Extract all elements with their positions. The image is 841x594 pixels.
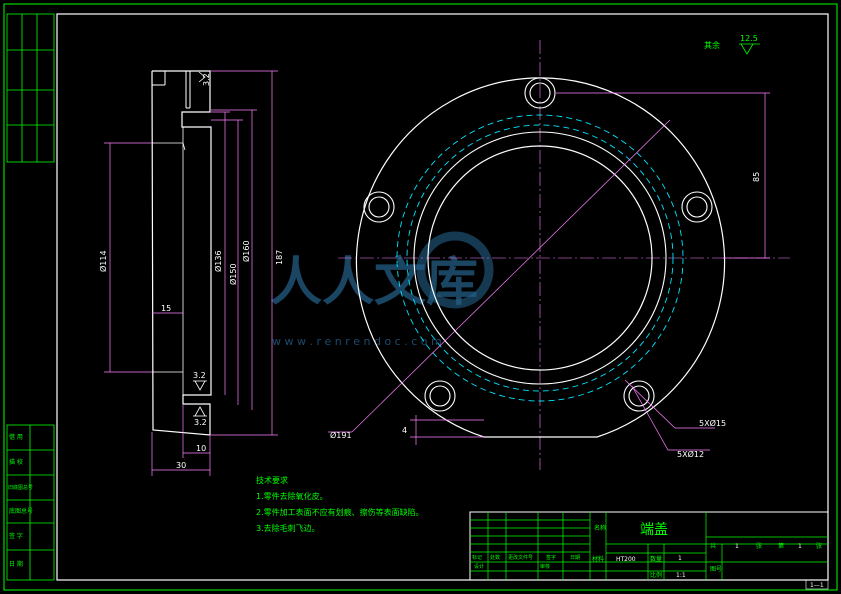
strip-label: 底图总号 [9,507,33,515]
material-label: 材料 [592,555,604,563]
strip-label: 日 期 [9,560,23,568]
dim-15: 15 [161,304,171,313]
dim-d187: 187 [275,250,284,265]
strip-label: 旧底图总号 [8,484,33,491]
row-label: 日期 [570,555,580,561]
step-circle [413,131,667,385]
dim-holes15: 5XØ15 [699,418,726,428]
dim-85: 85 [752,172,761,182]
front-view: 85 Ø191 4 5XØ15 5XØ12 [328,40,790,470]
watermark: 人人文库 w w w . r e n r e n d o c . c o m [270,231,494,348]
scale-value: 1:1 [676,572,686,579]
dim-holes12: 5XØ12 [677,449,704,459]
row-label: 标记 [472,554,482,561]
name-label: 名称 [594,524,606,532]
roughness-label: 3.2 [193,371,206,380]
tech-note-item: 1.零件去除氧化皮。 [256,491,328,501]
dim-d191: Ø191 [330,430,352,440]
row-label: 签字 [546,554,556,561]
scale-label: 比例 [650,571,662,579]
hidden-circle [406,124,674,392]
tech-note-item: 3.去除毛刺飞边。 [256,523,320,533]
bore-circle [427,145,653,371]
dim-10: 10 [196,444,206,453]
qty-label: 数量 [650,555,662,563]
tech-note-item: 2.零件加工表面不应有划痕、擦伤等表面缺陷。 [256,507,424,517]
dim-4: 4 [402,426,407,435]
sheet-no-unit: 张 [816,542,822,550]
sheet-no-label: 第 [778,542,784,550]
watermark-text: 人人文库 [270,252,478,313]
dim-d114: Ø114 [98,250,108,272]
strip-label: 签 字 [9,532,23,540]
inner-border [56,13,829,581]
hidden-circle [396,114,684,402]
bottom-left-strip [6,424,55,581]
part-name: 端盖 [640,522,668,538]
dim-30: 30 [176,461,186,470]
strip-label: 描 校 [9,458,23,466]
corner-mark: 1—1 [810,582,824,589]
general-roughness: 其余 12.5 [704,34,760,55]
flange-outline [355,77,726,438]
check-label: 审核 [540,563,550,570]
roughness-label: 3.2 [202,73,211,86]
sheet-no: 1 [798,543,802,550]
top-left-strip [6,13,55,163]
qty-value: 1 [678,555,682,562]
sheet-total: 1 [735,543,739,550]
watermark-url: w w w . r e n r e n d o c . c o m [272,335,442,348]
roughness-label: 3.2 [194,418,207,427]
design-label: 设计 [474,563,484,570]
row-label: 更改文件号 [508,554,533,561]
tech-notes: 技术要求 1.零件去除氧化皮。 2.零件加工表面不应有划痕、擦伤等表面缺陷。 3… [256,475,424,533]
roughness-value: 12.5 [740,34,758,43]
sheet-total-unit: 张 [756,542,762,550]
roughness-prefix: 其余 [704,40,720,50]
dim-d160: Ø160 [241,240,251,262]
strip-label: 借 用 [9,433,23,441]
dim-d136: Ø136 [213,250,223,272]
section-view: Ø114 Ø136 Ø150 Ø160 187 15 30 10 3.2 3.2… [98,70,284,476]
drawing-no-label: 图号 [710,566,722,573]
sheet-total-label: 共 [710,542,716,550]
material-value: HT200 [616,556,636,563]
outer-border [3,3,838,591]
title-block [469,511,829,581]
bolt-holes [363,77,713,412]
dim-d150: Ø150 [228,263,238,285]
row-label: 处数 [490,554,500,561]
tech-notes-title: 技术要求 [256,475,288,485]
